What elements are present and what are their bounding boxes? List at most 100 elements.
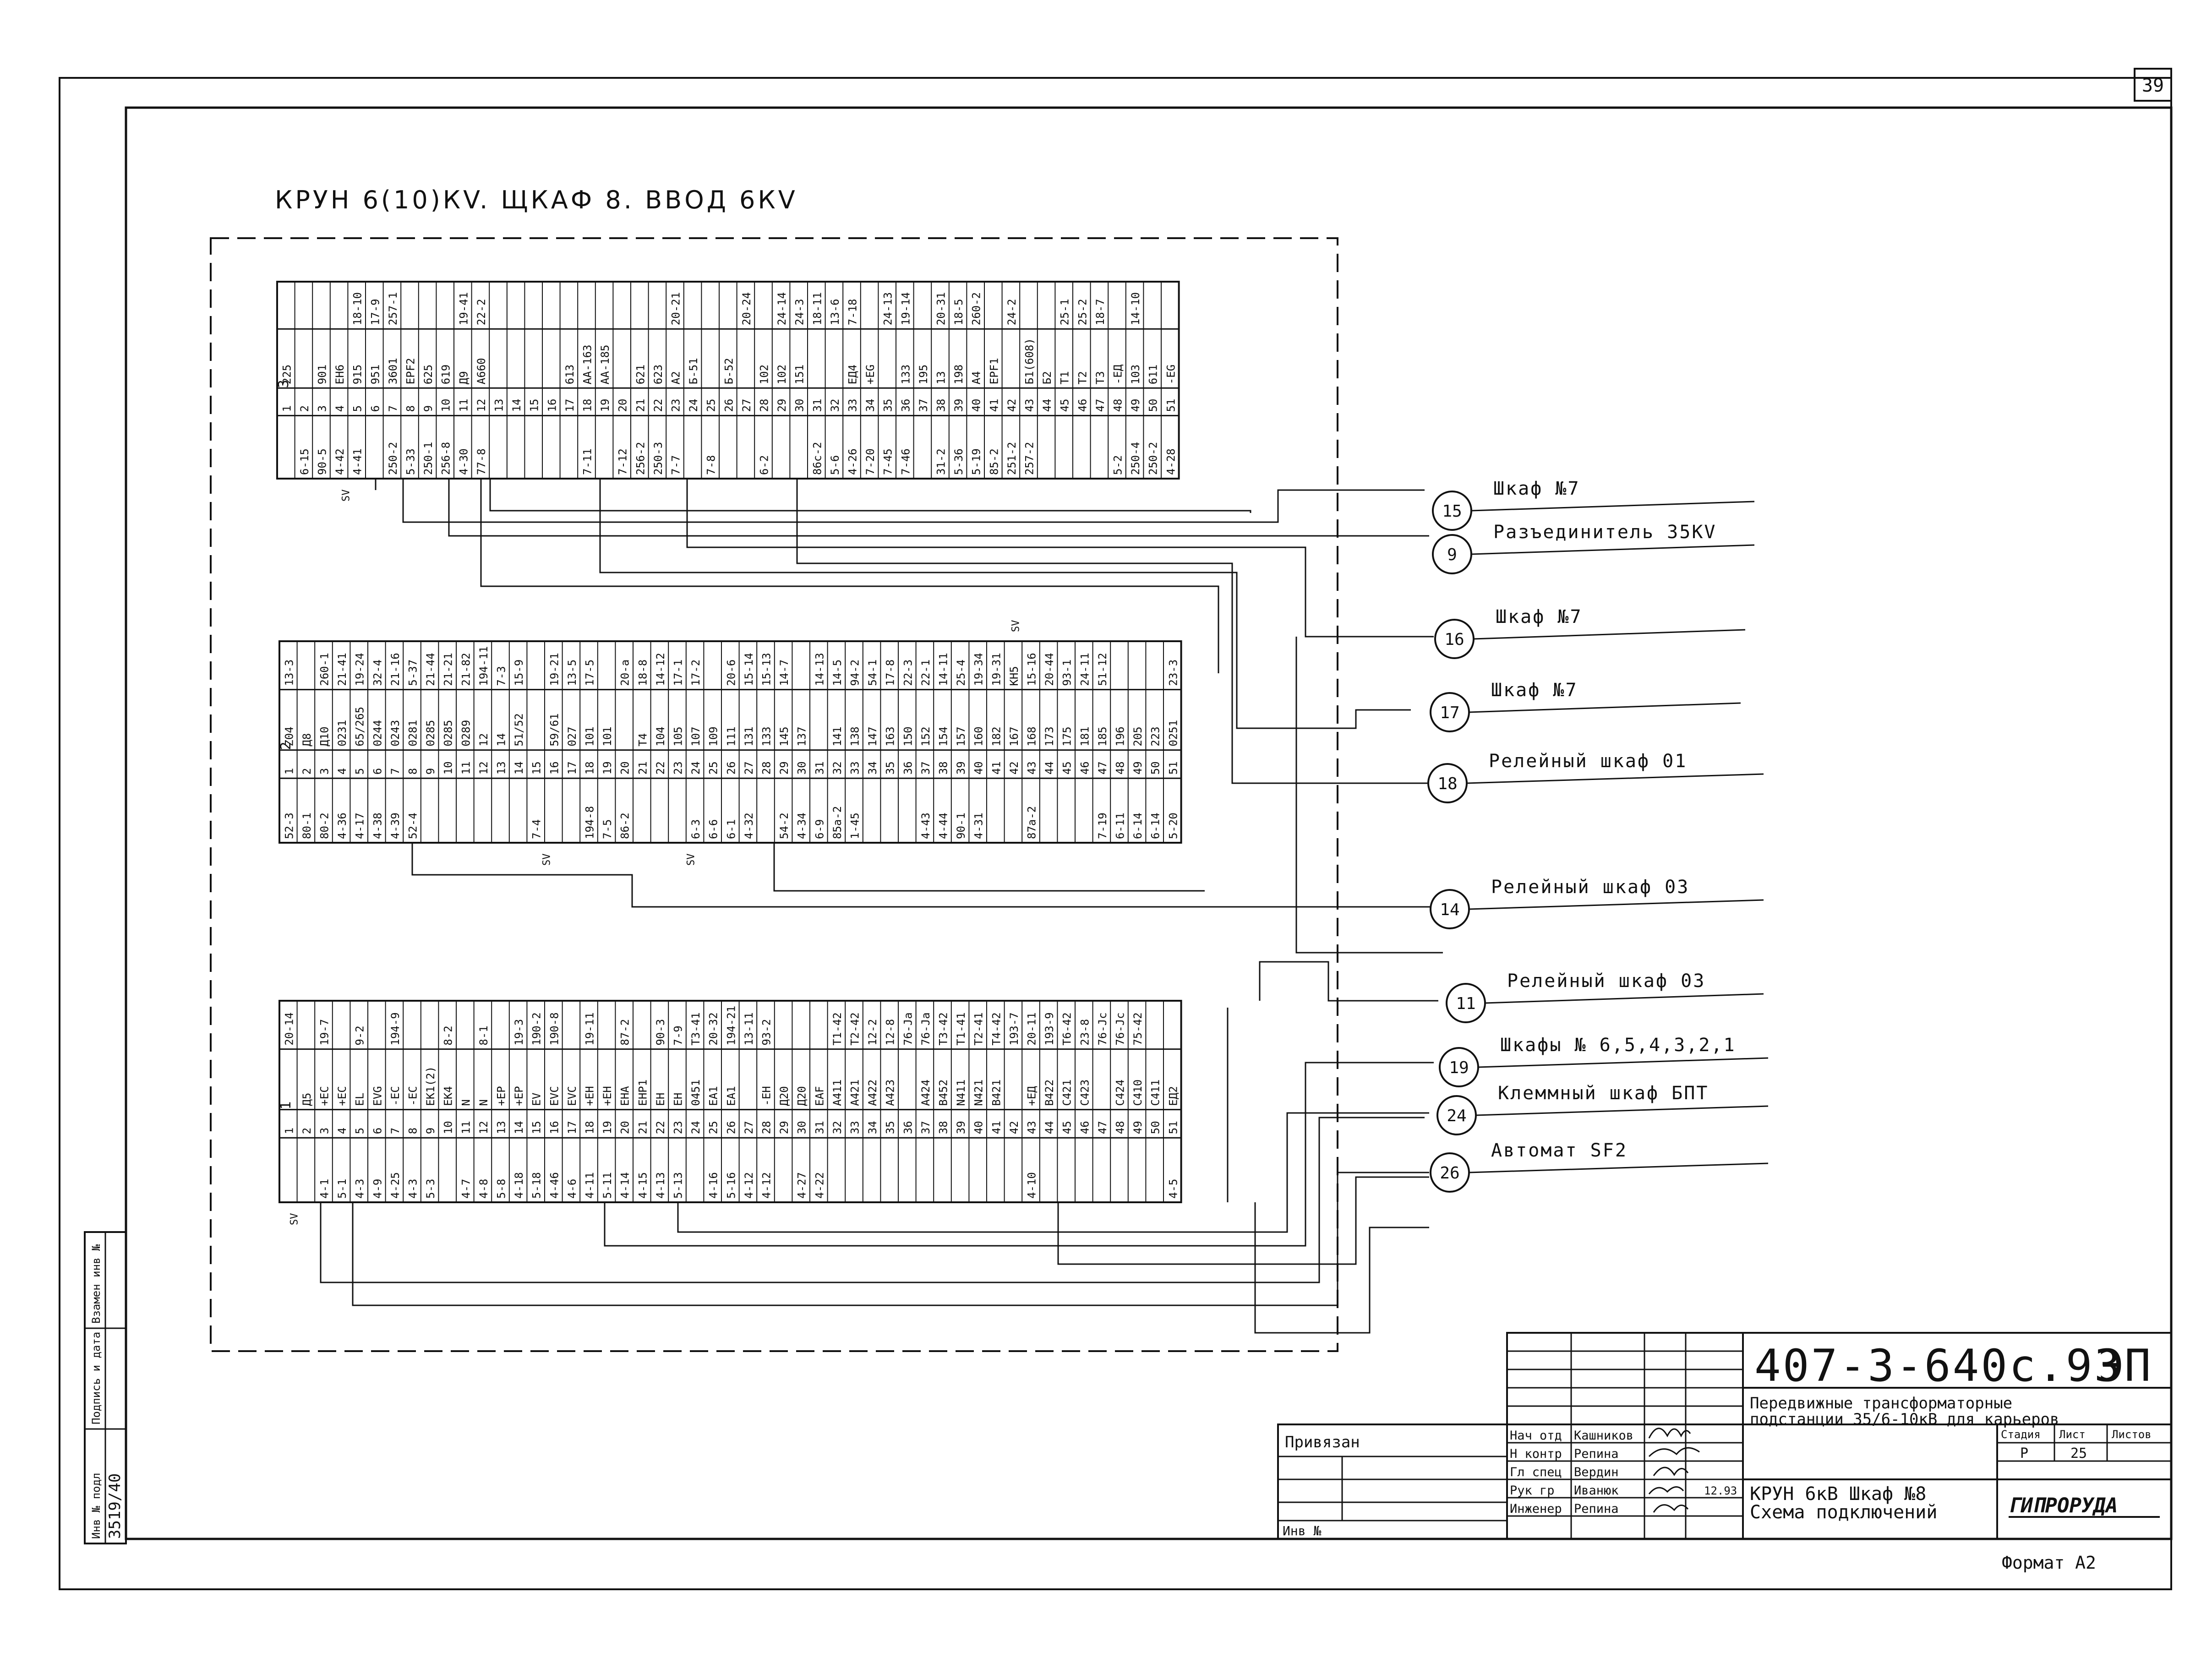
terminal-cell: 10	[442, 1121, 455, 1134]
sv-mark: SV	[686, 854, 697, 866]
terminal-cell: 13	[493, 398, 506, 412]
terminal-cell: 6-1	[725, 819, 737, 839]
terminal-cell: +EC	[318, 1086, 331, 1106]
terminal-cell: 13	[495, 1121, 508, 1134]
terminal-cell: 35	[882, 398, 895, 412]
terminal-cell: 54-2	[778, 813, 791, 839]
terminal-cell: 33	[849, 1121, 862, 1134]
connection-number: 18	[1437, 774, 1457, 793]
terminal-cell: 3	[318, 1128, 331, 1134]
terminal-cell: 133	[760, 726, 773, 746]
role-3: Гл спец	[1510, 1465, 1562, 1479]
terminal-cell: В452	[937, 1080, 950, 1106]
terminal-cell: 7-9	[672, 1025, 685, 1045]
terminal-cell: 49	[1129, 398, 1142, 412]
page-number-box	[2134, 68, 2172, 102]
terminal-cell: Т2	[1076, 371, 1089, 384]
terminal-cell: 19-34	[972, 653, 985, 686]
terminal-cell: 7-4	[530, 819, 543, 839]
terminal-cell: 20-32	[707, 1012, 720, 1045]
sv-mark: SV	[340, 490, 352, 502]
terminal-cell: 4-17	[354, 813, 366, 839]
terminal-cell: 44	[1043, 1121, 1056, 1134]
terminal-cell: 38	[937, 1121, 950, 1134]
terminal-cell: 21-16	[389, 653, 402, 686]
terminal-cell: ЕД4	[847, 365, 859, 384]
terminal-cell: 19	[601, 761, 614, 774]
terminal-cell: N421	[972, 1080, 985, 1106]
terminal-block-2: 252-31Z0413-380-12Д880-23Д10260-14-36402…	[278, 620, 1182, 866]
terminal-cell: 23	[672, 761, 685, 774]
terminal-cell: 25	[707, 1121, 720, 1134]
terminal-cell: 196	[1114, 726, 1127, 746]
terminal-cell: 7-19	[1096, 813, 1109, 839]
terminal-cell: 43	[1026, 1121, 1038, 1134]
terminal-cell: EPF1	[988, 358, 1000, 384]
terminal-cell: 4-1	[318, 1179, 331, 1199]
terminal-cell: 19-21	[548, 653, 561, 686]
terminal-cell: Б-52	[722, 358, 735, 384]
terminal-cell: 4-14	[619, 1172, 632, 1199]
terminal-cell: 4-31	[972, 813, 985, 839]
terminal-cell: 4-42	[333, 448, 346, 475]
terminal-cell: 12	[477, 1121, 490, 1134]
terminal-cell: 6-11	[1114, 813, 1127, 839]
terminal-cell: 85-2	[988, 448, 1000, 475]
terminal-cell: 4-18	[513, 1172, 525, 1199]
terminal-cell: 17-1	[672, 660, 685, 686]
terminal-cell: 41	[990, 1121, 1003, 1134]
terminal-cell: 90-3	[654, 1019, 667, 1046]
terminal-cell: Д9	[457, 371, 470, 384]
terminal-cell: EV	[530, 1093, 543, 1106]
terminal-cell: 6-14	[1149, 813, 1162, 839]
signature-5	[1653, 1504, 1689, 1513]
terminal-cell: 39	[952, 398, 965, 412]
terminal-cell: 2	[300, 1128, 313, 1134]
terminal-cell: 20	[619, 1121, 632, 1134]
stage-value: Р	[2020, 1445, 2028, 1462]
terminal-cell: 7-20	[864, 448, 877, 475]
terminal-cell: 9	[424, 768, 437, 774]
terminal-cell: 20	[617, 398, 629, 412]
terminal-cell: 19-14	[899, 292, 912, 325]
terminal-cell: 14	[495, 733, 508, 747]
project-title-1: Передвижные трансформаторные	[1750, 1394, 2012, 1413]
terminal-cell: 24	[689, 761, 702, 774]
terminal-cell: 6	[371, 768, 384, 774]
terminal-cell: 47	[1096, 761, 1109, 774]
terminal-cell: А660	[475, 358, 488, 384]
terminal-cell: 16	[548, 1121, 561, 1134]
terminal-cell: 26	[722, 398, 735, 412]
terminal-cell: 141	[831, 726, 844, 746]
terminal-cell: EHP1	[636, 1080, 649, 1106]
terminal-cell: 13-6	[829, 299, 841, 325]
terminal-cell: 44	[1043, 761, 1056, 774]
terminal-cell: 90-5	[316, 448, 329, 475]
terminal-cell: 0231	[336, 720, 349, 747]
terminal-cell: 51-12	[1096, 653, 1109, 686]
terminal-cell: EVC	[548, 1086, 561, 1106]
terminal-cell: 6-3	[689, 819, 702, 839]
terminal-cell: 111	[725, 726, 737, 746]
terminal-cell: 80-1	[300, 813, 313, 839]
terminal-cell: 13	[935, 371, 948, 384]
terminal-cell: 102	[758, 365, 771, 384]
terminal-cell: +EH	[601, 1086, 614, 1106]
terminal-cell: 8	[407, 1128, 420, 1134]
terminal-cell: 12	[475, 398, 488, 412]
terminal-cell: 0243	[389, 720, 402, 747]
terminal-cell: 39	[955, 761, 967, 774]
terminal-cell: Т1-41	[955, 1012, 967, 1045]
inner-frame	[125, 106, 2173, 1540]
terminal-cell: 27	[743, 761, 755, 774]
terminal-cell: 22-1	[919, 660, 932, 686]
sheet-header: Лист	[2059, 1428, 2086, 1441]
terminal-cell: 4-43	[919, 813, 932, 839]
terminal-cell: 10	[442, 761, 455, 774]
terminal-cell: КН5	[1008, 666, 1021, 686]
terminal-cell: А422	[866, 1080, 879, 1106]
terminal-cell: 23	[672, 1121, 685, 1134]
terminal-cell: Б-51	[687, 358, 700, 384]
